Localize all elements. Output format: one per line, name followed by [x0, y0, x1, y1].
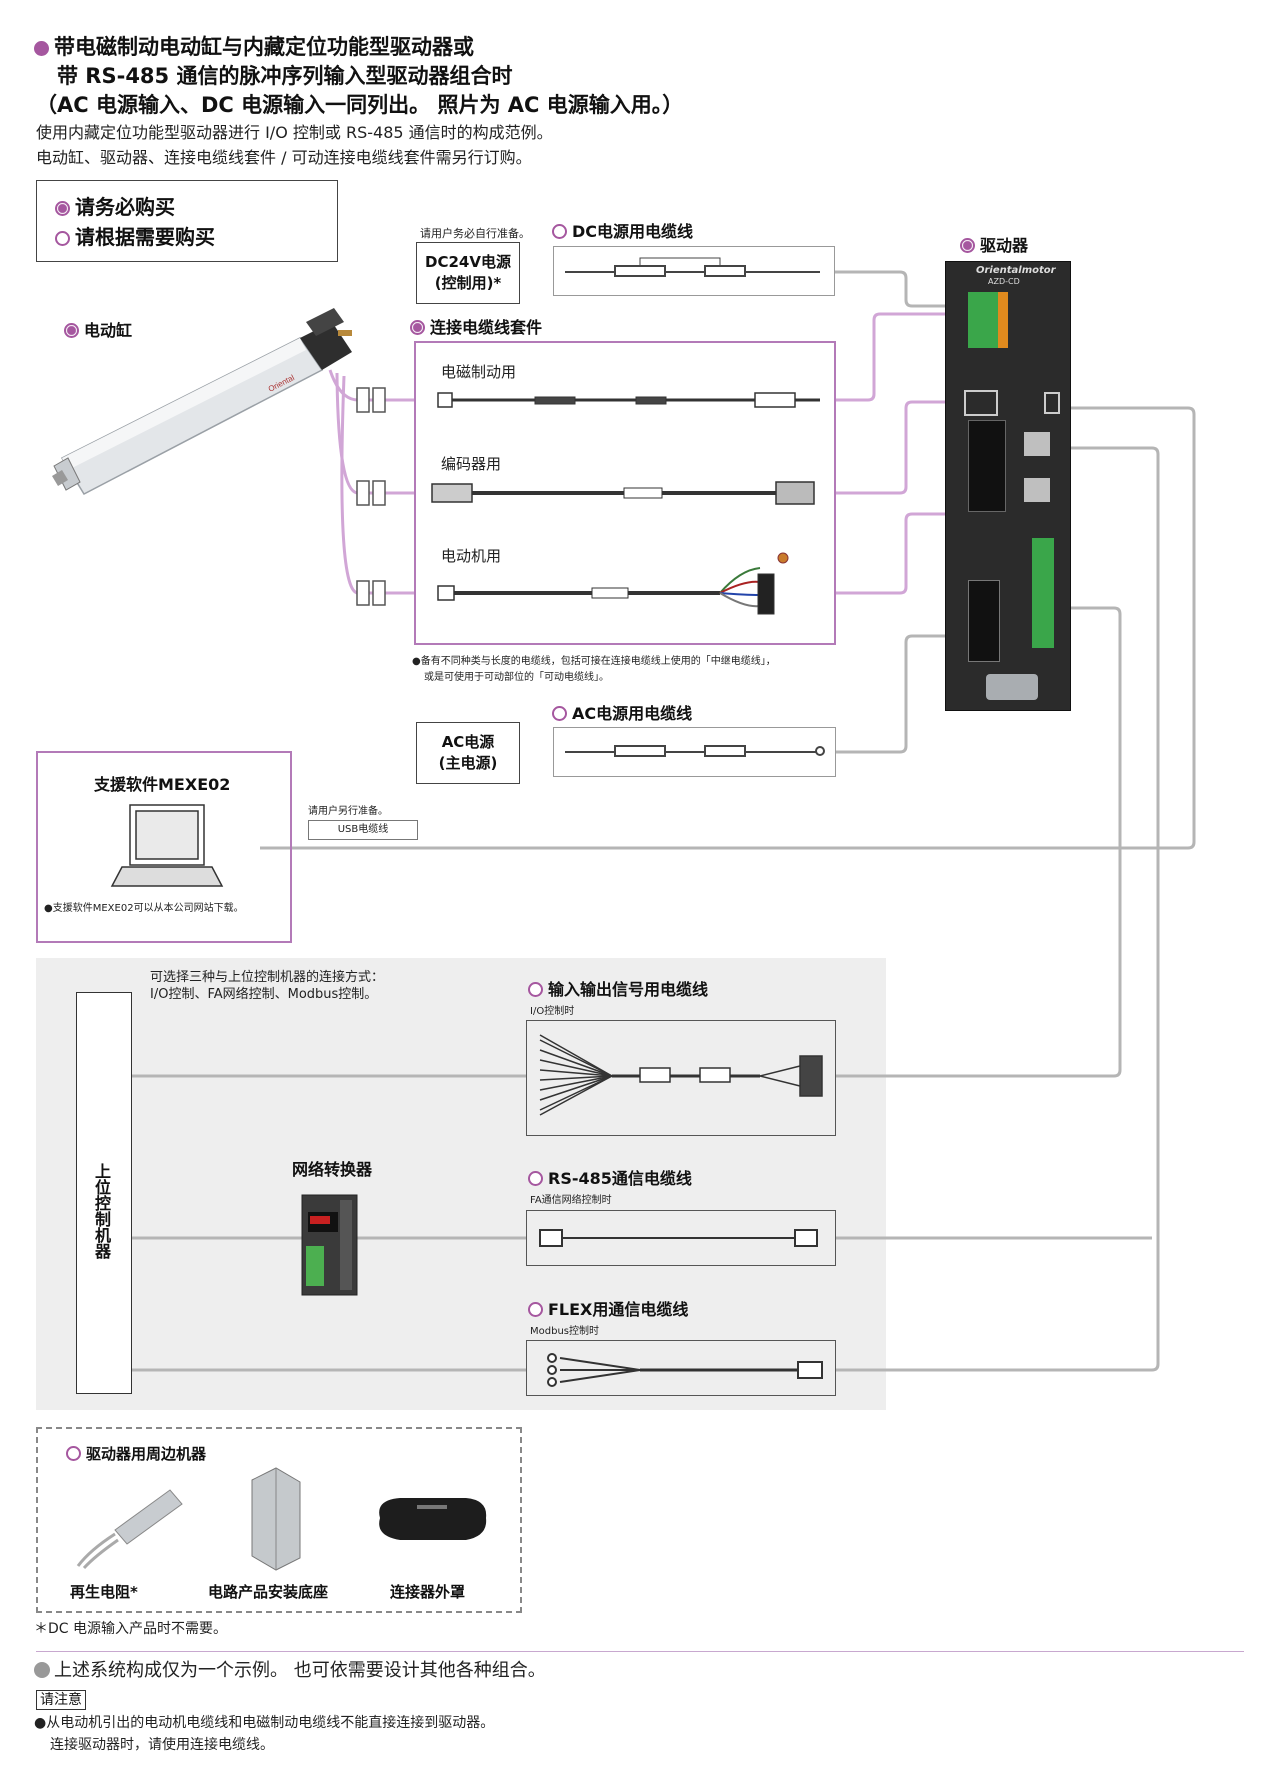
optional-dot-icon — [55, 231, 70, 246]
page-title: 带电磁制动电动缸与内藏定位功能型驱动器或 — [34, 33, 474, 62]
peripherals-box: 驱动器用周边机器 再生电阻* 电路产品安装底座 连接器外罩 — [36, 1427, 522, 1613]
optional-dot-icon — [552, 706, 567, 721]
usb-note: 请用户另行准备。 — [308, 806, 388, 817]
network-converter-image — [301, 1194, 358, 1296]
flex-cable-sub: Modbus控制时 — [530, 1326, 599, 1337]
usb-cable-label: USB电缆线 — [337, 824, 389, 835]
legend-box: 请务必购买 请根据需要购买 — [36, 180, 338, 262]
caution-label: 请注意 — [36, 1690, 86, 1710]
description-line-2: 电动缸、驱动器、连接电缆线套件 / 可动连接电缆线套件需另行订购。 — [36, 148, 532, 167]
ac-supply-label-1: AC电源 — [441, 733, 495, 751]
optional-dot-icon — [552, 224, 567, 239]
dc-supply-note: 请用户务必自行准备。 — [420, 227, 530, 240]
cable-kit-box: 电磁制动用 编码器用 电动机用 — [414, 341, 836, 645]
software-box: 支援软件MEXE02 ●支援软件MEXE02可以从本公司网站下载。 — [36, 751, 292, 943]
title-line-1: 带电磁制动电动缸与内藏定位功能型驱动器或 — [54, 35, 474, 59]
cn1-terminal — [968, 292, 998, 348]
gray-bullet-icon — [34, 1662, 50, 1678]
regen-resistor-image — [76, 1489, 183, 1570]
required-dot-icon — [960, 238, 975, 253]
peripherals-title: 驱动器用周边机器 — [66, 1443, 206, 1464]
ac-cable-box — [553, 727, 836, 777]
rs485-cable-sub: FA通信网络控制时 — [530, 1195, 612, 1206]
kit-motor-label: 电动机用 — [441, 547, 502, 565]
actuator-image: Oriental — [52, 308, 352, 495]
cn2-encoder-port — [964, 390, 998, 416]
io-cable-sub: I/O控制时 — [530, 1006, 575, 1017]
legend-required: 请务必购买 — [55, 191, 175, 220]
host-methods-2: I/O控制、FA网络控制、Modbus控制。 — [150, 987, 378, 1002]
caution-line-1: ●从电动机引出的电动机电缆线和电磁制动电缆线不能直接连接到驱动器。 — [34, 1715, 495, 1731]
kit-note-1: ●备有不同种类与长度的电缆线，包括可接在连接电缆线上使用的「中继电缆线」， — [412, 656, 776, 667]
dc-cable-box — [553, 246, 835, 296]
kit-encoder-label: 编码器用 — [441, 455, 502, 473]
kit-note-2: 或是可使用于可动部位的「可动电缆线」。 — [424, 672, 609, 683]
title-line-3: （AC 电源输入、DC 电源输入一同列出。 照片为 AC 电源输入用。） — [36, 93, 684, 117]
dc-cable-label: DC电源用电缆线 — [552, 218, 693, 242]
flex-cable-label: FLEX用通信电缆线 — [528, 1296, 688, 1320]
network-converter-label: 网络转换器 — [292, 1160, 373, 1179]
optional-dot-icon — [528, 1171, 543, 1186]
actuator-label: 电动缸 — [64, 317, 132, 341]
ac-supply-label-2: (主电源) — [438, 754, 498, 772]
cn1-orange-lever — [998, 292, 1008, 348]
optional-dot-icon — [66, 1446, 81, 1461]
usb-port — [1044, 392, 1060, 414]
host-methods-1: 可选择三种与上位控制机器的连接方式： — [150, 970, 385, 985]
required-dot-icon — [55, 201, 70, 216]
software-title: 支援软件MEXE02 — [94, 775, 231, 794]
description-line-1: 使用内藏定位功能型驱动器进行 I/O 控制或 RS-485 通信时的构成范例。 — [36, 123, 553, 142]
driver-label: 驱动器 — [960, 232, 1028, 256]
caution-line-2: 连接驱动器时，请使用连接电缆线。 — [50, 1737, 274, 1753]
cable-kit-label: 连接电缆线套件 — [410, 314, 542, 338]
example-note: 上述系统构成仅为一个示例。 也可依需要设计其他各种组合。 — [34, 1660, 546, 1682]
title-line-2: 带 RS-485 通信的脉冲序列输入型驱动器组合时 — [57, 64, 513, 88]
asterisk-note: ＊DC 电源输入产品时不需要。 — [34, 1621, 228, 1637]
peripheral-connector-cover: 连接器外罩 — [390, 1583, 466, 1601]
driver-brand: Orientalmotor — [976, 265, 1056, 276]
cn3-motor-port — [968, 420, 1006, 512]
ac-supply-box: AC电源 (主电源) — [416, 722, 520, 784]
dc-supply-label-1: DC24V电源 — [425, 253, 511, 271]
software-note: ●支援软件MEXE02可以从本公司网站下载。 — [44, 903, 244, 914]
dc-supply-box: DC24V电源 (控制用)* — [416, 242, 520, 304]
usb-cable-tag: USB电缆线 — [308, 820, 418, 840]
footer-divider — [36, 1651, 1244, 1652]
peripheral-regen-resistor: 再生电阻* — [70, 1583, 138, 1601]
dc-supply-label-2: (控制用)* — [434, 274, 502, 292]
cn9-io-terminal — [1032, 538, 1054, 648]
host-connection-area — [36, 958, 886, 1410]
rj45-port-1 — [1024, 432, 1050, 456]
host-controller-label: 上位控制机器 — [92, 1163, 111, 1259]
required-dot-icon — [64, 323, 79, 338]
required-dot-icon — [410, 320, 425, 335]
rj45-port-2 — [1024, 478, 1050, 502]
legend-optional: 请根据需要购买 — [55, 221, 215, 250]
cn4-terminal — [968, 580, 1000, 662]
optional-dot-icon — [528, 982, 543, 997]
io-cable-label: 输入输出信号用电缆线 — [528, 976, 708, 1000]
laptop-image — [110, 804, 224, 887]
ac-cable-label: AC电源用电缆线 — [552, 700, 692, 724]
rs485-cable-label: RS-485通信电缆线 — [528, 1165, 692, 1189]
optional-dot-icon — [528, 1302, 543, 1317]
driver-model: AZD-CD — [988, 277, 1020, 286]
flex-cable-box — [526, 1340, 836, 1396]
ground-plate — [986, 674, 1038, 700]
mounting-bracket-image — [251, 1467, 301, 1571]
io-cable-box — [526, 1020, 836, 1136]
host-controller-box: 上位控制机器 — [76, 992, 132, 1394]
rs485-cable-box — [526, 1210, 836, 1266]
required-bullet-icon — [34, 41, 49, 56]
peripheral-mounting-base: 电路产品安装底座 — [208, 1583, 329, 1601]
driver-unit: Orientalmotor AZD-CD — [945, 261, 1071, 711]
kit-brake-label: 电磁制动用 — [441, 363, 517, 381]
connector-cover-image — [379, 1498, 487, 1540]
